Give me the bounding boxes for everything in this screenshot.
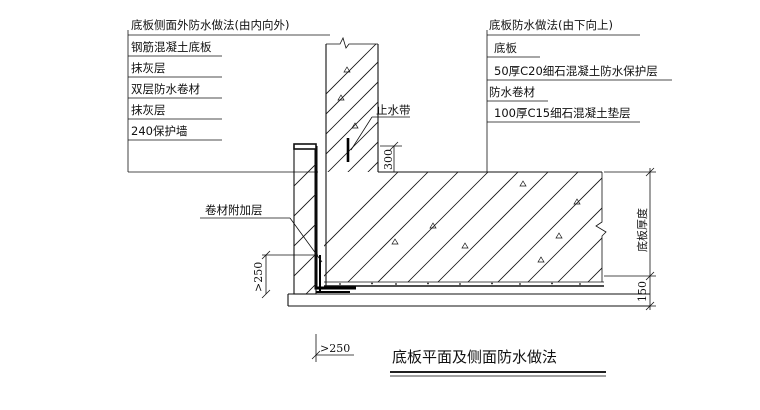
left-legend-item: 钢筋混凝土底板	[131, 40, 212, 54]
dimension-250-vertical: >250	[252, 250, 318, 299]
dim-250-horizontal-label: >250	[320, 342, 350, 355]
page-title: 底板平面及侧面防水做法	[392, 348, 557, 366]
break-line	[326, 36, 378, 49]
drawing-title: 底板平面及侧面防水做法	[390, 348, 606, 377]
dimension-300: 300	[380, 141, 402, 172]
left-legend-item: 240保护墙	[131, 124, 188, 138]
waterstop-label: 止水带	[376, 103, 411, 117]
waterstop-callout: 止水带	[350, 103, 411, 151]
left-legend-item: 抹灰层	[131, 103, 166, 117]
left-legend-heading: 底板侧面外防水做法(由内向外)	[131, 18, 289, 32]
concrete-slab	[324, 171, 607, 282]
right-legend-item: 底板	[494, 41, 517, 55]
dim-150-label: 150	[636, 281, 649, 302]
left-legend: 底板侧面外防水做法(由内向外) 钢筋混凝土底板 抹灰层 双层防水卷材 抹灰层 2…	[127, 18, 330, 173]
waterproof-membrane	[314, 146, 356, 290]
additional-layer-callout: 卷材附加层	[200, 203, 323, 263]
break-line	[595, 172, 607, 282]
right-legend-heading: 底板防水做法(由下向上)	[489, 18, 613, 32]
left-legend-item: 抹灰层	[131, 61, 166, 75]
right-legend-item: 50厚C20细石混凝土防水保护层	[494, 64, 658, 78]
dim-300-label: 300	[382, 149, 395, 170]
dim-250-vertical-label: >250	[252, 262, 265, 292]
right-legend: 底板防水做法(由下向上) 底板 50厚C20细石混凝土防水保护层 防水卷材 10…	[486, 18, 672, 172]
concrete-wall	[325, 36, 379, 288]
dim-slab-thickness-label: 底板厚度	[635, 208, 649, 252]
dimension-slab-thickness: 底板厚度 150	[604, 167, 656, 311]
dimension-250-horizontal: >250	[311, 334, 354, 362]
right-legend-item: 100厚C15细石混凝土垫层	[494, 106, 631, 120]
cushion-layer	[287, 293, 650, 307]
additional-layer-label: 卷材附加层	[205, 203, 263, 217]
right-legend-item: 防水卷材	[489, 85, 535, 99]
left-legend-item: 双层防水卷材	[131, 82, 200, 96]
